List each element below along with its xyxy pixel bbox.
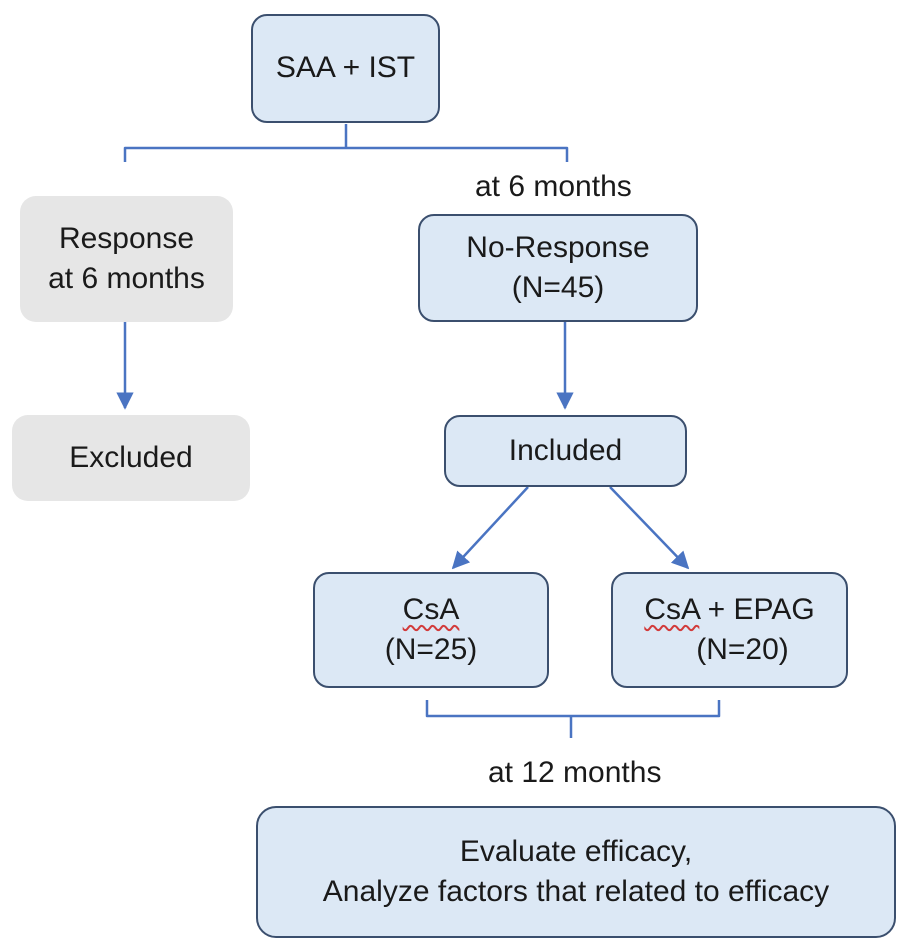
node-no-response-line2: (N=45) [511, 271, 605, 304]
arrow-included-to-csa-epag [609, 486, 690, 570]
node-saa-ist-text: SAA + IST [275, 51, 416, 85]
node-csa: CsA (N=25) [313, 572, 549, 688]
node-included-text: Included [508, 433, 623, 467]
node-excluded-text: Excluded [69, 440, 193, 474]
node-response-line2: at 6 months [48, 262, 205, 295]
label-at-6-months: at 6 months [475, 170, 632, 203]
node-evaluate: Evaluate efficacy, Analyze factors that … [256, 806, 896, 938]
node-evaluate-line1: Evaluate efficacy, [459, 834, 693, 868]
label-at-12-months: at 12 months [488, 756, 662, 789]
node-csa-epag-line1-csa: CsA [644, 592, 700, 626]
node-csa-epag: CsA + EPAG (N=20) [611, 572, 848, 688]
arrow-included-to-csa [451, 486, 529, 570]
node-csa-line2: (N=25) [384, 633, 478, 666]
node-response-line1: Response [58, 221, 195, 255]
node-evaluate-line2: Analyze factors that related to efficacy [322, 875, 830, 908]
node-csa-epag-line1-rest: + EPAG [699, 592, 815, 626]
node-no-response: No-Response (N=45) [418, 214, 698, 322]
node-csa-epag-line1: CsA + EPAG [644, 590, 814, 631]
node-included: Included [444, 415, 687, 487]
top-split-brace [123, 124, 569, 162]
bottom-merge-brace [425, 700, 721, 738]
node-excluded: Excluded [12, 415, 250, 501]
node-response: Response at 6 months [20, 196, 233, 322]
node-saa-ist: SAA + IST [251, 14, 440, 123]
node-csa-line1: CsA [402, 592, 460, 626]
node-csa-epag-line2: (N=20) [696, 633, 789, 666]
node-no-response-line1: No-Response [466, 230, 650, 264]
